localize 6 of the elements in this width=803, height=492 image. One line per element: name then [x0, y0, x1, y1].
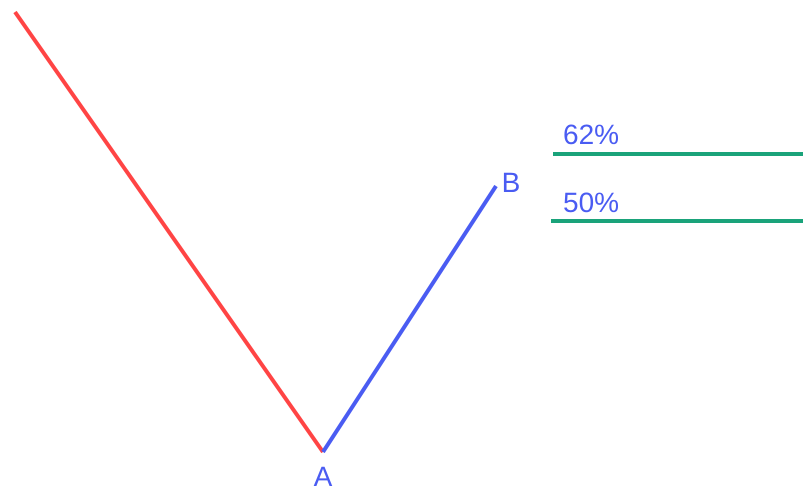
price-line — [321, 184, 498, 454]
point-label: A — [314, 462, 332, 492]
level-percentage: 62% — [563, 120, 620, 150]
point-label: B — [502, 168, 520, 198]
price-line — [13, 10, 325, 454]
level-percentage: 50% — [563, 188, 620, 218]
